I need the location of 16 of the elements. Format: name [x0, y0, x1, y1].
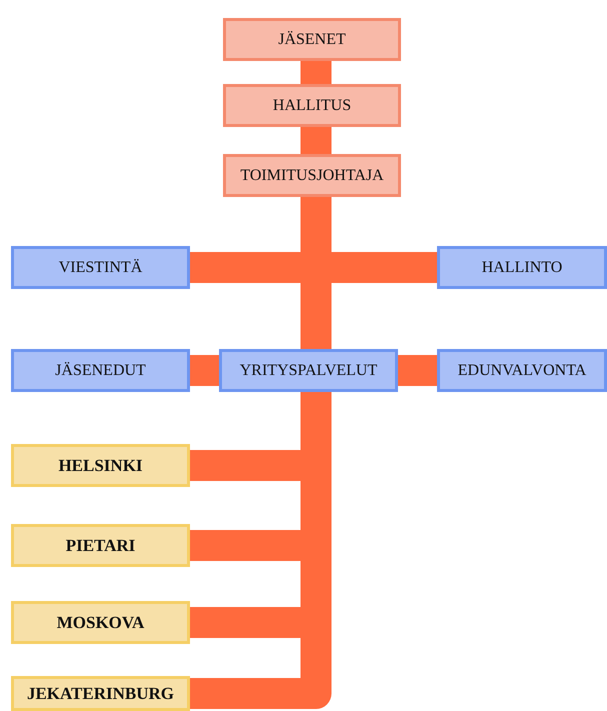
connector-bar	[300, 61, 332, 84]
org-box: HALLITUS	[223, 84, 401, 127]
department-box: EDUNVALVONTA	[437, 349, 607, 392]
department-box: JÄSENEDUT	[11, 349, 190, 392]
department-box: YRITYSPALVELUT	[219, 349, 398, 392]
office-box: MOSKOVA	[11, 601, 190, 644]
office-box: PIETARI	[11, 524, 190, 567]
connector-bar	[300, 127, 332, 154]
connector-bar	[190, 355, 219, 386]
office-box: HELSINKI	[11, 444, 190, 487]
department-box: VIESTINTÄ	[11, 246, 190, 289]
connector-bar	[398, 355, 437, 386]
org-box: TOIMITUSJOHTAJA	[223, 154, 401, 197]
department-box: HALLINTO	[437, 246, 607, 289]
office-box: JEKATERINBURG	[11, 676, 190, 711]
org-box: JÄSENET	[223, 18, 401, 61]
